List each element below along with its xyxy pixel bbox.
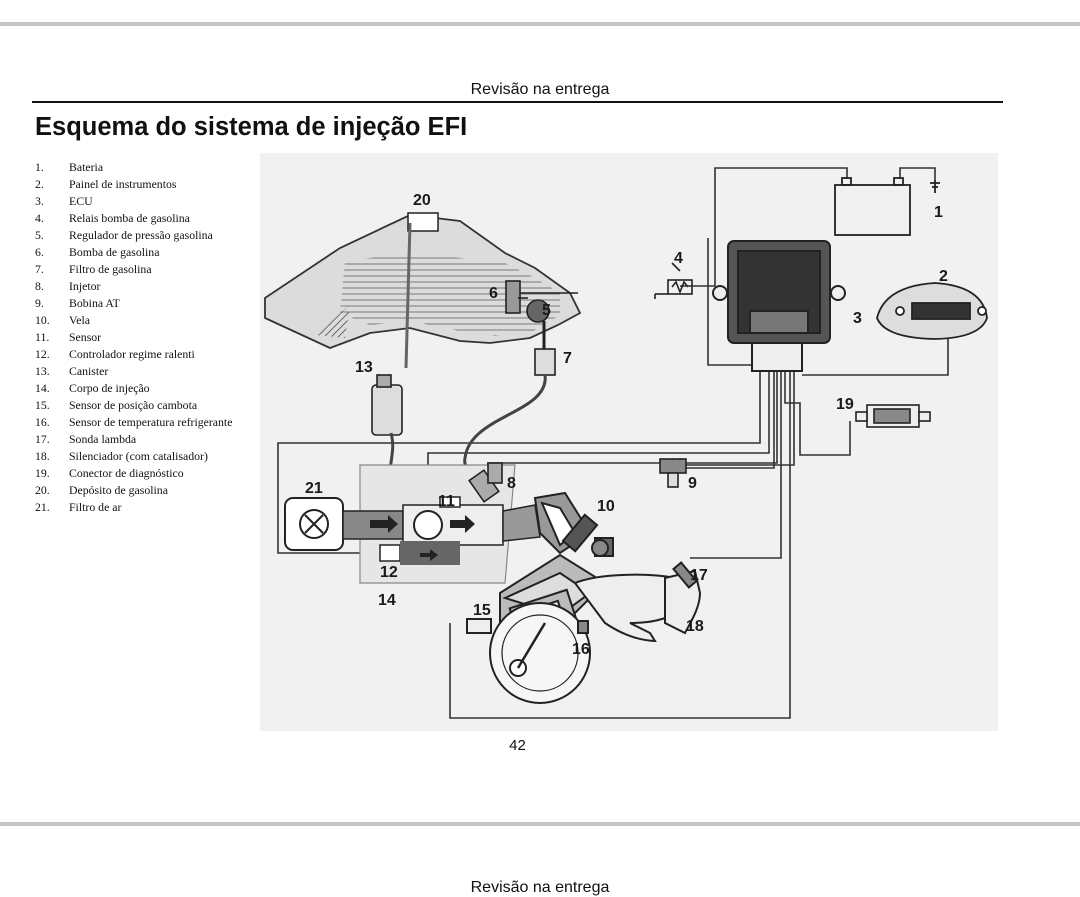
callout-6: 6 [489, 285, 498, 302]
canister [371, 222, 412, 436]
callout-15: 15 [473, 602, 491, 619]
legend-item: 2.Painel de instrumentos [35, 177, 177, 191]
top-page-separator [0, 22, 1080, 26]
callout-10: 10 [597, 498, 615, 515]
callout-20: 20 [413, 192, 431, 209]
engine [466, 491, 702, 704]
tank-cap [407, 212, 439, 232]
legend-item: 14.Corpo de injeção [35, 381, 150, 395]
legend-item: 9.Bobina AT [35, 296, 120, 310]
callout-16: 16 [572, 641, 590, 658]
legend-item: 17.Sonda lambda [35, 432, 137, 446]
callout-7: 7 [563, 350, 572, 367]
legend-item: 12.Controlador regime ralenti [35, 347, 195, 361]
callout-2: 2 [939, 268, 948, 285]
fuel-pump-relay [654, 262, 693, 299]
callout-9: 9 [688, 475, 697, 492]
ecu-unit [712, 240, 846, 372]
callout-18: 18 [686, 618, 704, 635]
legend-item: 15.Sensor de posição cambota [35, 398, 198, 412]
page-title: Esquema do sistema de injeção EFI [35, 113, 468, 141]
legend-item: 11.Sensor [35, 330, 102, 344]
injector [468, 462, 503, 503]
header-rule [32, 101, 1003, 103]
page-header: Revisão na entrega [470, 81, 610, 98]
legend-item: 7.Filtro de gasolina [35, 262, 152, 276]
legend-item: 18.Silenciador (com catalisador) [35, 449, 208, 463]
next-page-header: Revisão na entrega [470, 879, 610, 896]
fuel-pump [505, 280, 578, 323]
legend-item: 5.Regulador de pressão gasolina [35, 228, 213, 242]
battery [834, 177, 940, 236]
legend-item: 4.Relais bomba de gasolina [35, 211, 190, 225]
fuel-tank [264, 214, 582, 349]
callout-8: 8 [507, 475, 516, 492]
page-number: 42 [509, 737, 526, 754]
legend-item: 10.Vela [35, 313, 90, 327]
legend-item: 6.Bomba de gasolina [35, 245, 160, 259]
callout-14: 14 [378, 592, 396, 609]
callout-11: 11 [438, 493, 455, 510]
callout-5: 5 [542, 302, 551, 319]
callout-12: 12 [380, 564, 398, 581]
diagnostic-connector [855, 404, 931, 428]
bottom-page-separator [0, 822, 1080, 826]
callout-19: 19 [836, 396, 854, 413]
callout-1: 1 [934, 204, 943, 221]
callout-13: 13 [355, 359, 373, 376]
callout-21: 21 [305, 480, 323, 497]
legend-item: 16.Sensor de temperatura refrigerante [35, 415, 233, 429]
legend-item: 8.Injetor [35, 279, 101, 293]
efi-system-diagram: 1 2 3 4 5 6 7 8 9 10 11 12 13 14 15 16 1… [260, 153, 998, 731]
callout-4: 4 [674, 250, 683, 267]
callout-3: 3 [853, 310, 862, 327]
legend-item: 1.Bateria [35, 160, 104, 174]
legend-item: 19.Conector de diagnóstico [35, 466, 184, 480]
instrument-panel [876, 282, 988, 340]
callout-17: 17 [690, 567, 708, 584]
ht-coil [659, 458, 687, 488]
legend-item: 21.Filtro de ar [35, 500, 122, 514]
legend-item: 20.Depósito de gasolina [35, 483, 168, 497]
legend-item: 3.ECU [35, 194, 93, 208]
component-callouts: 1 2 3 4 5 6 7 8 9 10 11 12 13 14 15 16 1… [305, 192, 948, 658]
component-legend: 1.Bateria 2.Painel de instrumentos 3.ECU… [35, 159, 260, 516]
legend-item: 13.Canister [35, 364, 109, 378]
